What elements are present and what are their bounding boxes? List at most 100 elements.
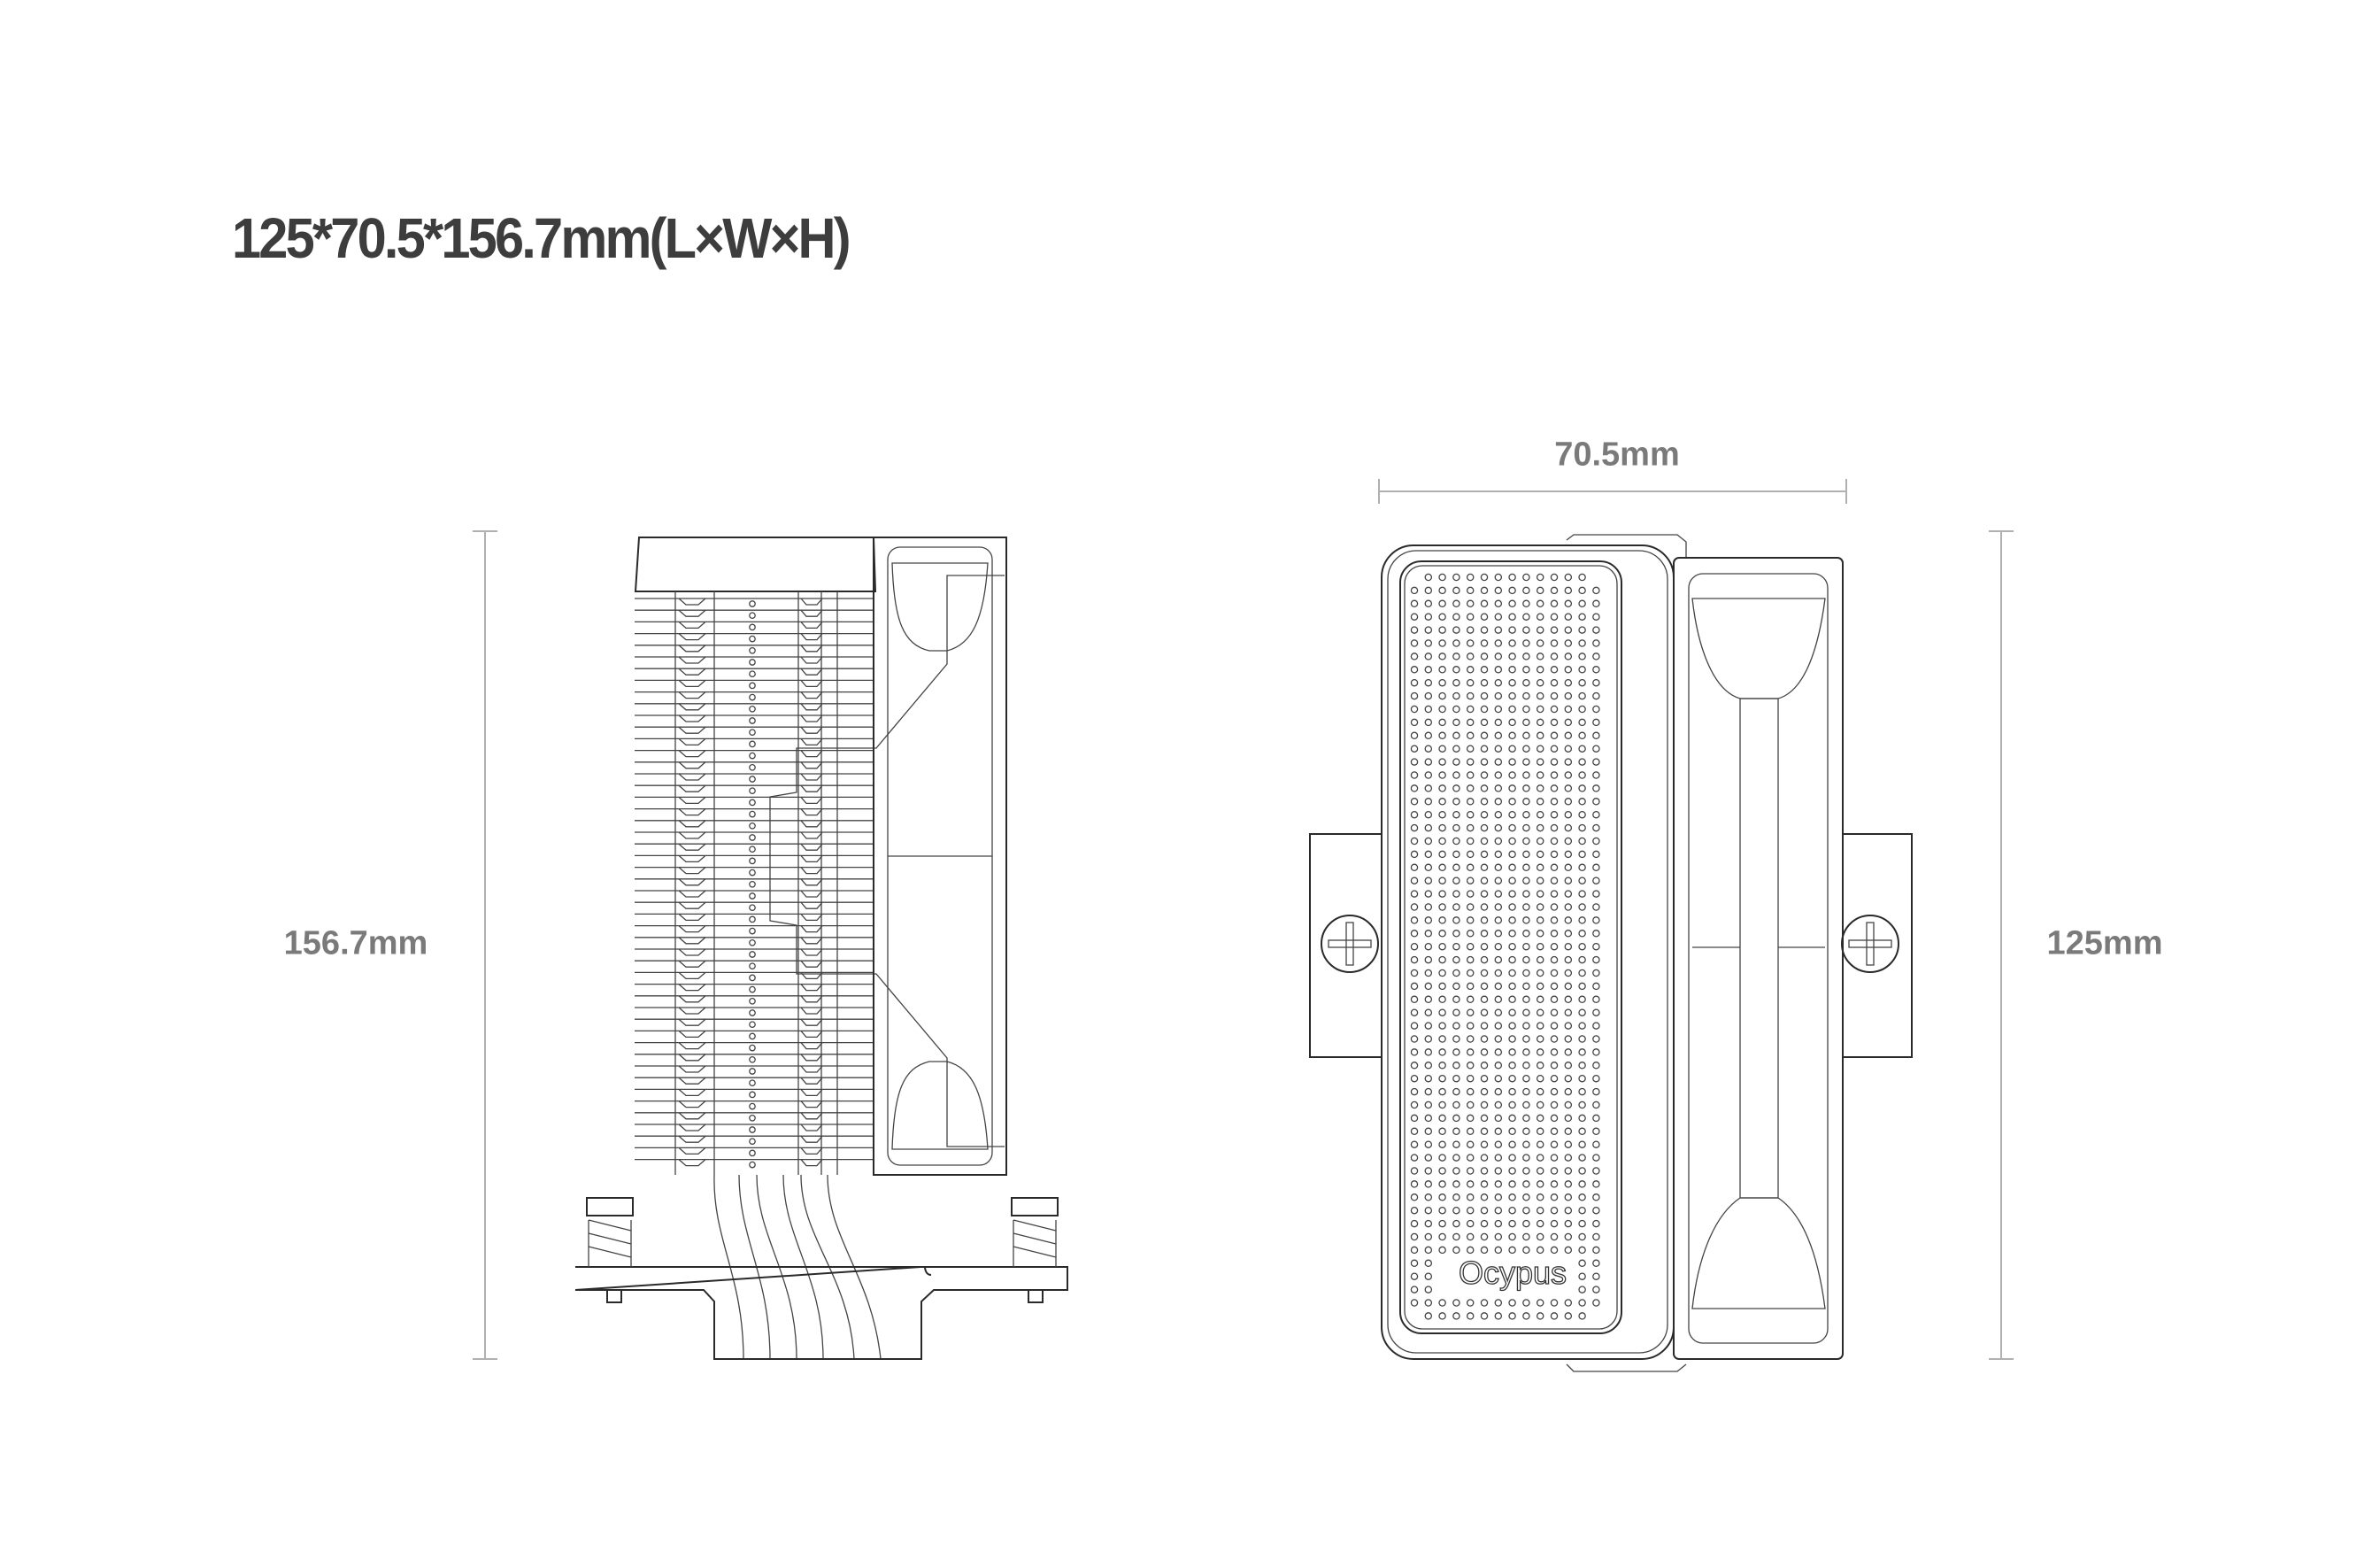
perforation-hole — [1578, 784, 1586, 792]
fin-notch — [678, 750, 823, 758]
perforation-hole — [1508, 1299, 1516, 1307]
perforation-hole — [1494, 599, 1503, 608]
perforation-hole — [1564, 863, 1573, 872]
perforation-hole — [1564, 1114, 1573, 1123]
perforation-hole — [1438, 1100, 1446, 1109]
perforation-hole — [1480, 810, 1489, 819]
perforation-hole — [1508, 1074, 1516, 1083]
perforation-hole — [1564, 1299, 1573, 1307]
perforation-hole — [1480, 586, 1489, 595]
perforation-hole — [1438, 1074, 1446, 1083]
perforation-hole — [1536, 982, 1544, 991]
fin-hole — [749, 892, 756, 900]
perforation-hole — [1592, 745, 1600, 753]
perforation-hole — [1410, 613, 1419, 621]
perforation-hole — [1424, 1048, 1433, 1056]
perforation-hole — [1438, 599, 1446, 608]
perforation-hole — [1550, 691, 1559, 700]
perforation-hole — [1466, 745, 1475, 753]
perforation-hole — [1410, 877, 1419, 884]
perforation-hole — [1438, 969, 1446, 977]
perforation-hole — [1424, 1180, 1433, 1188]
fin-hole — [749, 1149, 756, 1157]
fin-hole-column — [749, 600, 756, 1169]
perforation-hole — [1480, 930, 1489, 938]
perforation-hole — [1480, 995, 1489, 1004]
perforation-hole — [1466, 1087, 1475, 1096]
perforation-hole — [1522, 955, 1530, 964]
perforation-hole — [1550, 1193, 1559, 1201]
perforation-hole — [1452, 731, 1460, 740]
perforation-hole — [1578, 995, 1586, 1004]
perforation-hole — [1578, 1087, 1586, 1096]
perforation-hole — [1508, 586, 1516, 595]
perforation-hole — [1480, 1232, 1489, 1241]
front-panel-inset — [1399, 560, 1622, 1334]
perforation-hole — [1522, 705, 1530, 714]
perforation-hole — [1466, 1035, 1475, 1043]
perforation-hole — [1452, 930, 1460, 938]
perforation-hole — [1494, 718, 1503, 727]
fin-notch — [678, 901, 823, 909]
perforation-hole — [1522, 1035, 1530, 1043]
perforation-hole — [1522, 930, 1530, 938]
fin-hole — [749, 1068, 756, 1075]
perforation-hole — [1438, 666, 1446, 674]
fin-hole — [749, 915, 756, 923]
perforation-hole — [1480, 1008, 1489, 1016]
perforation-hole — [1424, 1154, 1433, 1162]
perforation-hole — [1564, 810, 1573, 819]
fin-hole — [749, 787, 756, 795]
perforation-hole — [1564, 877, 1573, 884]
perforation-hole — [1508, 903, 1516, 911]
fin-notch — [678, 796, 823, 805]
perforation-hole — [1410, 798, 1419, 806]
perforation-hole — [1550, 942, 1559, 951]
perforation-hole — [1480, 731, 1489, 740]
perforation-hole — [1578, 1062, 1586, 1070]
perforation-hole — [1550, 877, 1559, 884]
perforation-hole — [1466, 758, 1475, 766]
perforation-hole — [1578, 691, 1586, 700]
perforation-hole — [1438, 1140, 1446, 1148]
perforation-hole — [1522, 599, 1530, 608]
perforation-hole — [1592, 877, 1600, 884]
perforation-hole — [1410, 942, 1419, 951]
perforation-hole — [1508, 798, 1516, 806]
perforation-hole — [1564, 573, 1573, 582]
heat-pipes — [713, 1174, 882, 1360]
perforation-hole — [1494, 613, 1503, 621]
perforation-hole — [1550, 969, 1559, 977]
fin-stack — [635, 598, 873, 1167]
perforation-hole — [1438, 626, 1446, 634]
fin-notch — [678, 995, 823, 1003]
perforation-hole — [1494, 705, 1503, 714]
perforation-hole — [1424, 850, 1433, 859]
fin-notch — [678, 784, 823, 792]
perforation-hole — [1480, 877, 1489, 884]
perforation-hole — [1410, 784, 1419, 792]
perforation-hole — [1410, 930, 1419, 938]
perforation-hole — [1438, 877, 1446, 884]
perforation-hole — [1466, 599, 1475, 608]
perforation-hole — [1410, 1246, 1419, 1255]
perforation-hole — [1494, 1180, 1503, 1188]
perforation-hole — [1480, 573, 1489, 582]
perforation-hole — [1438, 1193, 1446, 1201]
perforation-hole — [1508, 837, 1516, 846]
fin-hole — [749, 846, 756, 853]
perforation-hole — [1550, 586, 1559, 595]
fin-hole — [749, 927, 756, 935]
fin-notch — [678, 598, 823, 606]
perforation-hole — [1494, 573, 1503, 582]
perforation-hole — [1480, 745, 1489, 753]
perforation-hole — [1536, 573, 1544, 582]
perforation-hole — [1466, 1246, 1475, 1255]
perforation-hole — [1550, 1246, 1559, 1255]
perforation-hole — [1550, 1062, 1559, 1070]
perforation-hole — [1480, 1246, 1489, 1255]
fin-hole — [749, 1102, 756, 1110]
perforation-hole — [1438, 982, 1446, 991]
perforation-hole — [1480, 1154, 1489, 1162]
perforation-hole — [1508, 1114, 1516, 1123]
